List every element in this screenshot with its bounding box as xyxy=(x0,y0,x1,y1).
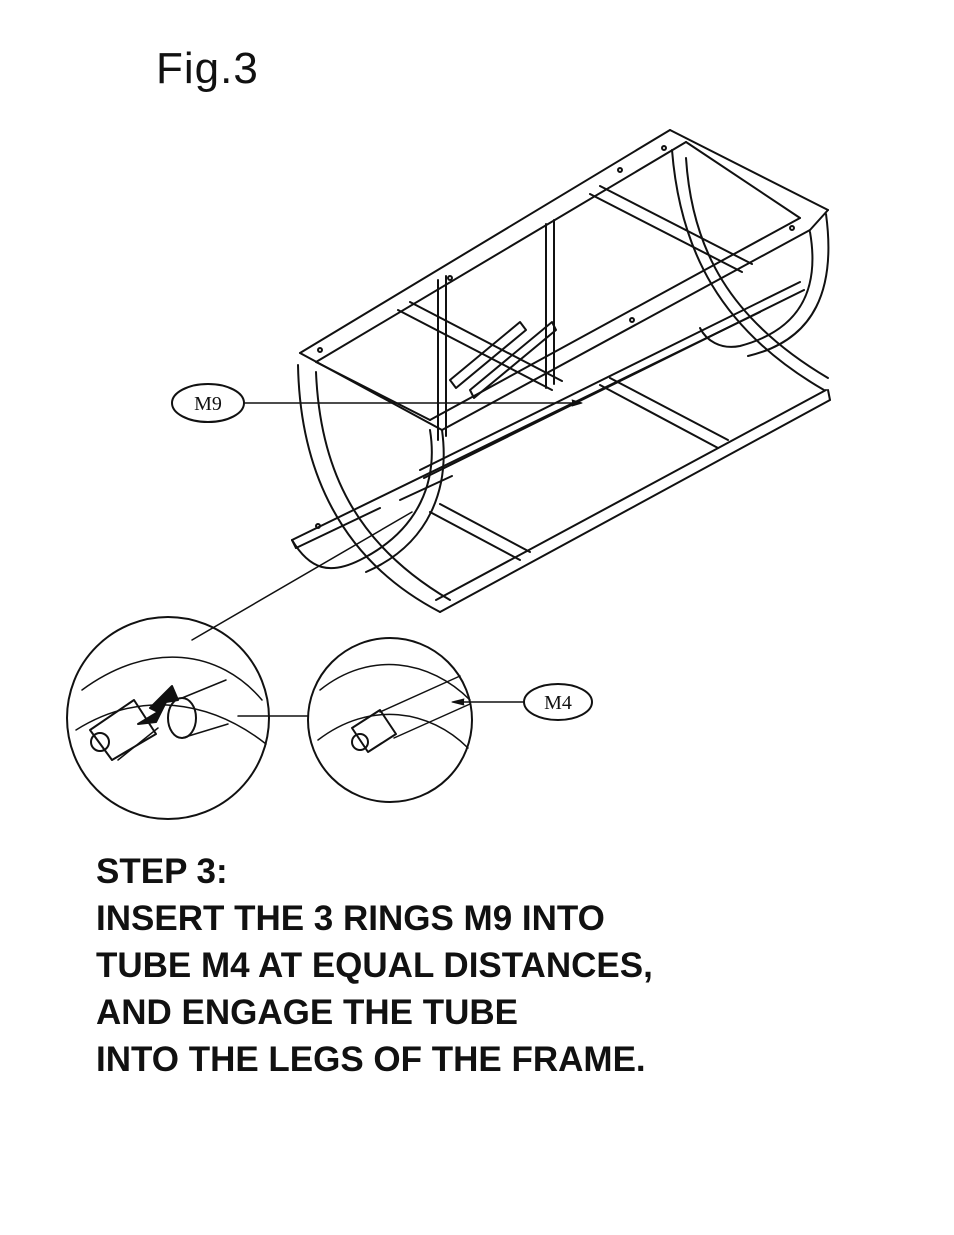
detail-circle-after xyxy=(307,637,473,803)
step-instructions: STEP 3: INSERT THE 3 RINGS M9 INTO TUBE … xyxy=(96,848,653,1083)
callout-m4-label: M4 xyxy=(544,692,572,714)
figure-title: Fig.3 xyxy=(156,44,259,93)
callout-m9-label: M9 xyxy=(194,393,222,415)
insert-arrow-icon xyxy=(137,685,179,725)
step-heading: STEP 3: xyxy=(96,852,228,891)
instruction-line: INSERT THE 3 RINGS M9 INTO xyxy=(96,899,605,938)
instruction-line: TUBE M4 AT EQUAL DISTANCES, xyxy=(96,946,653,985)
instruction-line: AND ENGAGE THE TUBE xyxy=(96,993,518,1032)
frame-drawing xyxy=(291,129,831,613)
instruction-line: INTO THE LEGS OF THE FRAME. xyxy=(96,1040,646,1079)
callout-oval-m9 xyxy=(171,383,245,423)
callout-oval-m4 xyxy=(523,683,593,721)
detail-circle-before xyxy=(66,616,270,820)
